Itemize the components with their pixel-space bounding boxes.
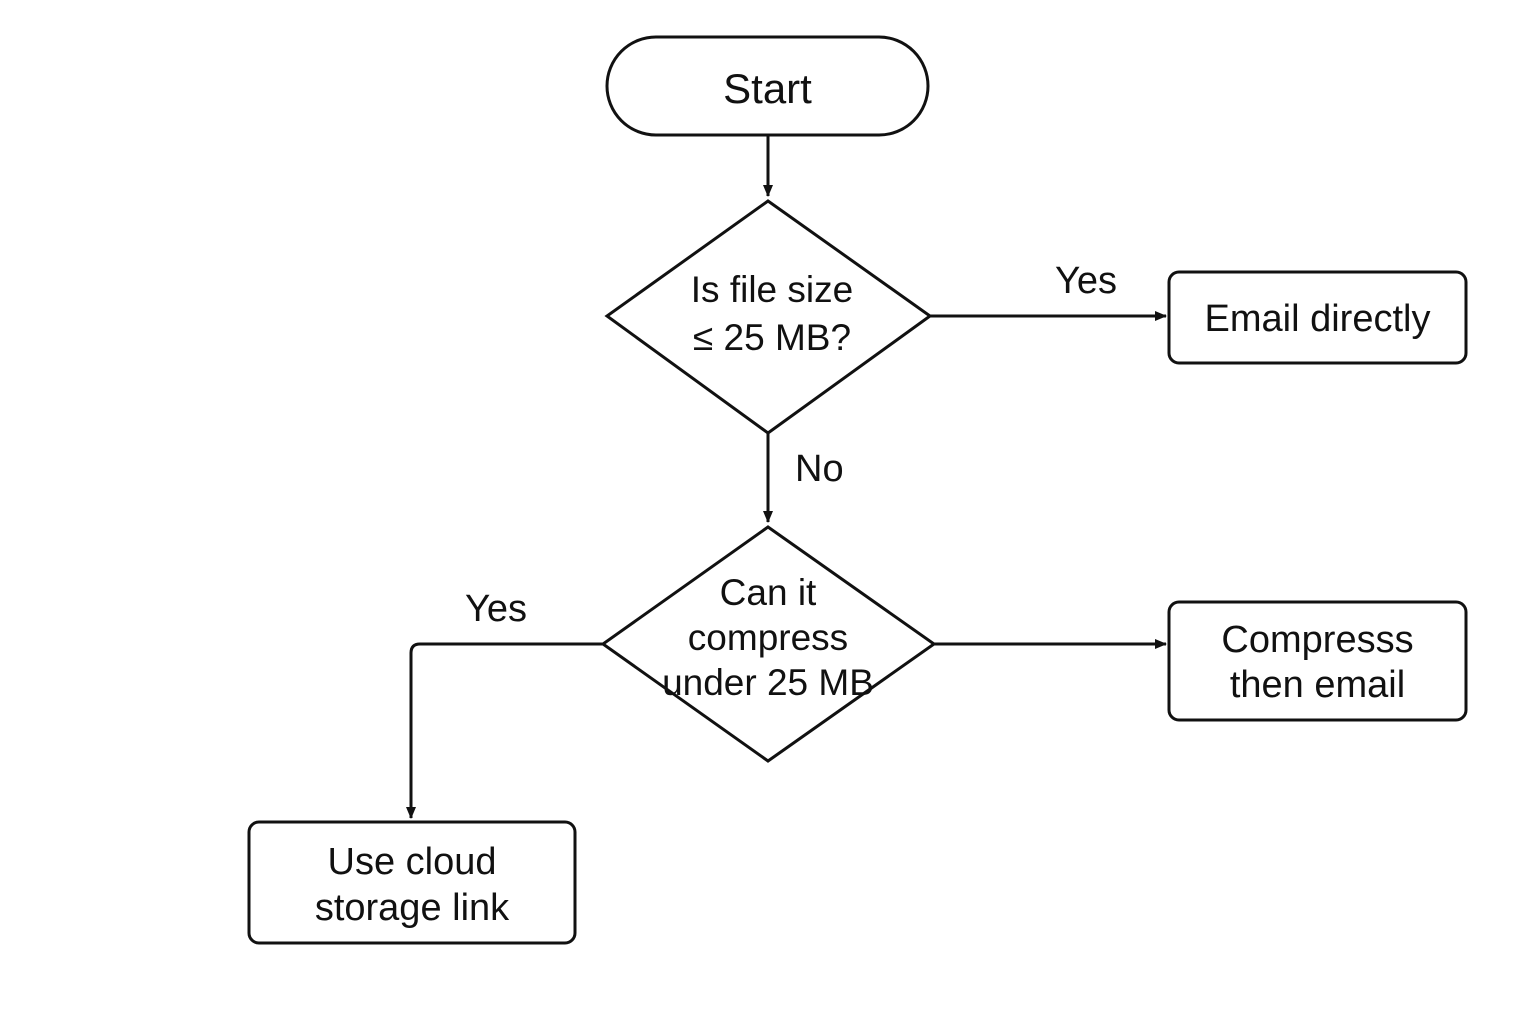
compress-yes-edge-label: Yes bbox=[465, 588, 527, 630]
compress-yes-arrow bbox=[406, 642, 603, 819]
compress-then-email-box-shape bbox=[1167, 600, 1468, 722]
size-no-edge-label: No bbox=[795, 448, 844, 490]
email-directly-label: Email directly bbox=[1204, 298, 1431, 340]
cloud-link-box-shape bbox=[247, 820, 577, 945]
compress-decision-shape bbox=[600, 525, 937, 763]
email-directly-box-shape bbox=[1167, 270, 1468, 365]
size-yes-edge-label: Yes bbox=[1055, 260, 1117, 302]
compress-decision-label: Can it compress under 25 MB bbox=[662, 572, 874, 703]
cloud-link-label: Use cloud storage link bbox=[314, 841, 510, 929]
start-node-label: Start bbox=[723, 65, 812, 112]
compress-then-email-label: Compresss then email bbox=[1221, 619, 1414, 706]
size-decision-label: Is file size ≤ 25 MB? bbox=[690, 269, 854, 358]
